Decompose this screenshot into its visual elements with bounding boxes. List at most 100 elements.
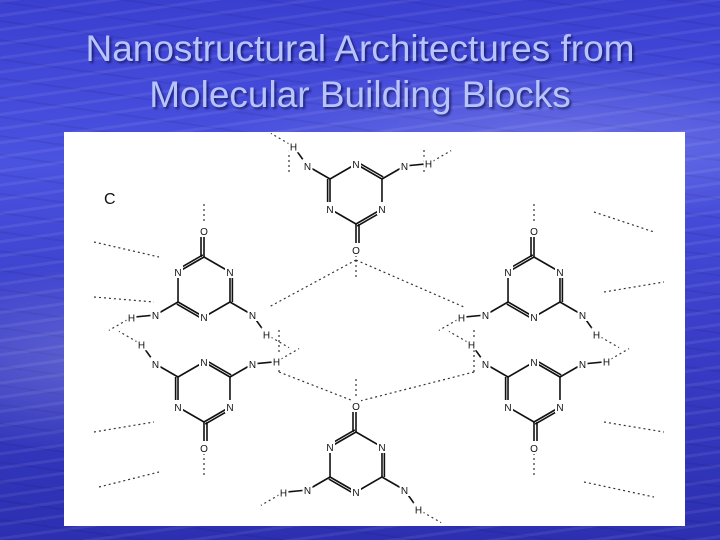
unit-3-amine-n-atom-backdrop <box>480 308 491 321</box>
unit-6-amine-n-atom: N <box>304 486 311 497</box>
unit-1-amine-n-atom-backdrop <box>302 159 313 172</box>
peripheral-hbond <box>593 211 655 233</box>
unit-4-hydrogen-atom: H <box>273 358 280 369</box>
unit-5-ring-n-atom: N <box>504 403 511 414</box>
unit-4-ring-n-atom: N <box>226 403 233 414</box>
unit-1-amine-n-atom: N <box>304 162 311 173</box>
slide-title: Nanostructural Architectures from Molecu… <box>0 26 720 118</box>
unit-2-ring-n-atom: N <box>200 313 207 324</box>
unit-5-hydrogen-atom-backdrop <box>466 337 477 351</box>
unit-1-ring-n-atom-backdrop <box>351 157 361 170</box>
title-line-2: Molecular Building Blocks <box>149 74 571 115</box>
unit-1-ring-n-atom: N <box>378 205 385 216</box>
unit-1-ring-n-atom-backdrop <box>376 202 387 215</box>
unit-1-ring-n-atom: N <box>352 160 359 171</box>
unit-3-hydrogen-atom: H <box>593 331 600 342</box>
unit-5-ring-n-atom: N <box>530 358 537 369</box>
unit-4-ring-n-atom: N <box>200 358 207 369</box>
peripheral-hbond <box>93 421 155 433</box>
unit-6-hbond <box>260 491 284 506</box>
unit-2-ring-n-atom: N <box>174 268 181 279</box>
unit-4-ring-n-atom: N <box>174 403 181 414</box>
unit-5-amine-n-atom-backdrop <box>577 357 588 370</box>
unit-6-oxygen-atom: O <box>352 402 360 413</box>
unit-4-amine-n-atom: N <box>152 360 159 371</box>
unit-6-ring-n-atom: N <box>326 443 333 454</box>
unit-1-hydrogen-atom: H <box>290 142 297 153</box>
unit-3-amine-n-atom: N <box>482 311 489 322</box>
peripheral-hbond <box>603 421 665 433</box>
unit-4-ring-n-atom-backdrop <box>224 400 235 413</box>
unit-2-ring-n-atom-backdrop <box>173 265 184 278</box>
unit-5-hbond <box>606 348 630 363</box>
unit-2-amine-n-atom-backdrop <box>150 308 161 321</box>
unit-5-oxygen-atom: O <box>530 444 538 455</box>
unit-6-oxygen-atom-backdrop <box>351 399 361 412</box>
unit-3-oxygen-atom-backdrop <box>529 224 539 237</box>
unit-4-hydrogen-atom-backdrop <box>271 354 282 368</box>
cavity-hbond <box>278 371 357 403</box>
unit-5-hydrogen-atom: H <box>468 340 475 351</box>
unit-6-ring-n-atom: N <box>378 443 385 454</box>
unit-1-amine-n-atom-backdrop <box>399 159 410 172</box>
unit-4-amine-n-atom: N <box>249 360 256 371</box>
unit-3-ring-n-atom: N <box>504 268 511 279</box>
unit-3-amine-n-atom: N <box>579 311 586 322</box>
peripheral-hbond <box>603 281 665 293</box>
unit-5-ring-n-atom-backdrop <box>554 400 565 413</box>
unit-5-amine-n-atom-backdrop <box>480 357 491 370</box>
unit-3-hbond <box>438 316 462 331</box>
unit-3-hbond <box>596 334 620 349</box>
unit-2-hydrogen-atom-backdrop <box>126 310 137 324</box>
unit-6-amine-n-atom: N <box>401 486 408 497</box>
unit-6-ring-n-atom-backdrop <box>376 440 387 453</box>
unit-3-ring-n-atom: N <box>530 313 537 324</box>
unit-3-ring-n-atom-backdrop <box>554 265 565 278</box>
peripheral-hbond <box>583 481 655 498</box>
unit-5-ring-n-atom: N <box>556 403 563 414</box>
unit-4-ring-n-atom-backdrop <box>173 400 184 413</box>
unit-1-hydrogen-atom: H <box>425 160 432 171</box>
unit-6-hydrogen-atom-backdrop <box>413 502 424 516</box>
unit-6-ring-n-atom-backdrop <box>351 485 361 498</box>
cavity-hbond <box>355 371 475 403</box>
unit-1-hbond <box>270 132 294 147</box>
unit-5-double-bond <box>534 359 562 376</box>
unit-1-ring-n-atom: N <box>326 205 333 216</box>
unit-2-hydrogen-atom: H <box>128 313 135 324</box>
unit-6-amine-n-atom-backdrop <box>302 483 313 496</box>
panel-label: C <box>104 191 116 208</box>
unit-6-amine-n-atom-backdrop <box>399 483 410 496</box>
unit-6-hydrogen-atom-backdrop <box>278 485 289 499</box>
unit-3-hydrogen-atom-backdrop <box>456 310 467 324</box>
unit-2-ring-n-atom: N <box>226 268 233 279</box>
unit-4-hydrogen-atom: H <box>138 340 145 351</box>
unit-5-ring-n-atom-backdrop <box>529 355 539 368</box>
unit-3-hydrogen-atom-backdrop <box>591 327 602 341</box>
unit-2-ring-n-atom-backdrop <box>224 265 235 278</box>
unit-2-ring-n-atom-backdrop <box>199 310 209 323</box>
unit-1-oxygen-atom-backdrop <box>351 243 361 256</box>
unit-5-oxygen-atom-backdrop <box>529 441 539 454</box>
unit-2-hbond <box>108 316 132 331</box>
title-line-1: Nanostructural Architectures from <box>85 28 635 69</box>
unit-4-amine-n-atom-backdrop <box>247 357 258 370</box>
unit-1-hydrogen-atom-backdrop <box>288 139 299 153</box>
unit-6-ring-n-atom-backdrop <box>325 440 336 453</box>
unit-2-amine-n-atom: N <box>249 311 256 322</box>
unit-1-oxygen-atom: O <box>352 246 360 257</box>
unit-5-hydrogen-atom: H <box>603 358 610 369</box>
unit-6-hydrogen-atom: H <box>280 488 287 499</box>
unit-6-ring-n-atom: N <box>352 488 359 499</box>
unit-5-ring-n-atom-backdrop <box>503 400 514 413</box>
unit-2-amine-n-atom-backdrop <box>247 308 258 321</box>
unit-1-hbond <box>428 150 452 165</box>
unit-4-hydrogen-atom-backdrop <box>136 337 147 351</box>
unit-1-hydrogen-atom-backdrop <box>423 156 434 170</box>
unit-2-amine-n-atom: N <box>152 311 159 322</box>
unit-5-amine-n-atom: N <box>482 360 489 371</box>
peripheral-hbond <box>93 296 155 303</box>
unit-3-ring-n-atom-backdrop <box>529 310 539 323</box>
unit-3-double-bond <box>506 303 534 320</box>
